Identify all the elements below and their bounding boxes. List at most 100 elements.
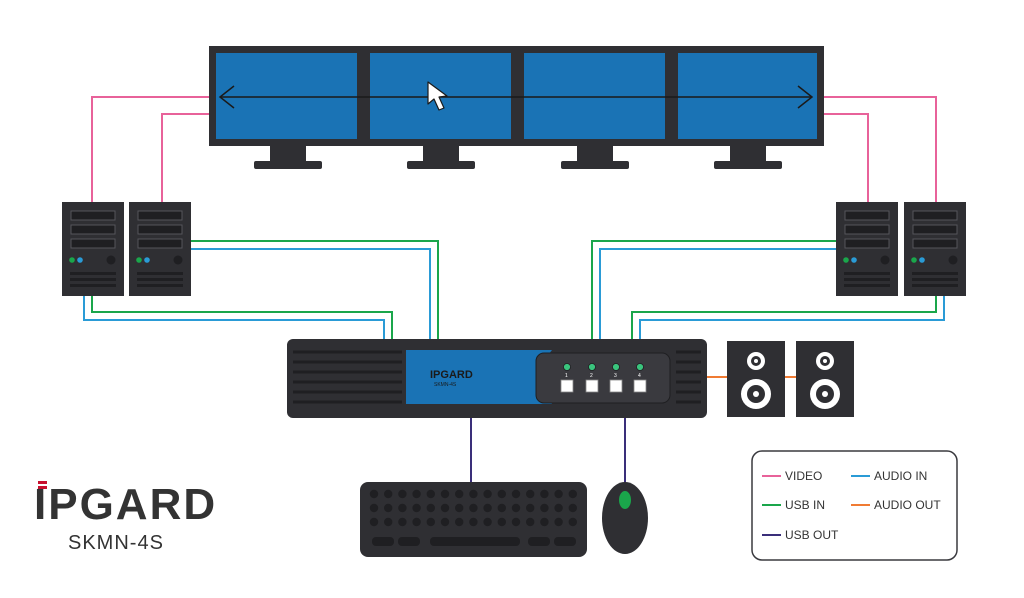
kvm-model-label: SKMN-4S xyxy=(434,382,457,388)
cables xyxy=(83,96,945,484)
kvm-vents xyxy=(293,350,701,404)
keyboard-key xyxy=(483,503,492,513)
keyboard-spacebar xyxy=(430,537,520,546)
keyboard-key xyxy=(568,489,577,499)
kvm-port-4: 4 xyxy=(633,363,647,393)
keyboard-key xyxy=(440,517,450,527)
svg-text:VIDEO: VIDEO xyxy=(785,469,822,483)
svg-text:AUDIO OUT: AUDIO OUT xyxy=(874,498,941,512)
svg-text:3: 3 xyxy=(614,373,617,379)
usb-in-cable-pc4 xyxy=(631,296,937,341)
keyboard-keys xyxy=(369,489,577,527)
kvm-brand-label: IPGARD xyxy=(430,369,473,381)
keyboard-key xyxy=(469,503,478,513)
svg-text:1: 1 xyxy=(565,373,568,379)
cursor-icon xyxy=(427,81,448,111)
kvm-front-panel xyxy=(406,350,552,404)
keyboard-key xyxy=(426,517,435,527)
keyboard-key xyxy=(469,517,478,527)
usb-in-cable-pc1 xyxy=(91,296,393,341)
keyboard-key xyxy=(398,517,407,527)
keyboard-key xyxy=(497,489,506,499)
legend-item-usb-in: USB IN xyxy=(762,498,825,512)
keyboard-key xyxy=(483,489,492,499)
monitor-wall xyxy=(209,46,824,169)
keyboard-key xyxy=(455,517,464,527)
kvm-port-3: 3 xyxy=(609,363,623,393)
keyboard-key xyxy=(455,489,464,499)
keyboard-key xyxy=(526,489,535,499)
keyboard-key xyxy=(554,517,563,527)
legend-item-audio-out: AUDIO OUT xyxy=(851,498,941,512)
keyboard-key xyxy=(412,489,421,499)
keyboard-key xyxy=(369,517,379,527)
computers xyxy=(62,202,966,296)
keyboard-key xyxy=(568,517,577,527)
keyboard-key xyxy=(398,503,407,513)
keyboard-key xyxy=(497,517,506,527)
keyboard-key xyxy=(511,489,521,499)
computer-2 xyxy=(129,202,191,296)
audio-in-cable-pc3 xyxy=(599,248,837,341)
span-arrow-icon xyxy=(218,85,814,109)
keyboard-key xyxy=(497,503,506,513)
keyboard-key xyxy=(369,489,379,499)
keyboard-key xyxy=(540,489,549,499)
keyboard-key xyxy=(511,517,521,527)
audio-in-cable-pc4 xyxy=(639,296,945,341)
video-cable-pc2 xyxy=(161,113,213,203)
brand-logo: IPGARD SKMN-4S xyxy=(34,480,217,554)
keyboard-key xyxy=(483,517,492,527)
keyboard-key xyxy=(412,517,421,527)
keyboard-key xyxy=(526,517,535,527)
keyboard-key xyxy=(540,503,549,513)
keyboard-key xyxy=(511,503,521,513)
keyboard-key xyxy=(554,489,563,499)
keyboard-key xyxy=(426,489,435,499)
usb-in-cable-pc2 xyxy=(190,240,439,341)
usb-in-cable-pc3 xyxy=(591,240,837,341)
computer-3 xyxy=(836,202,898,296)
legend-item-audio-in: AUDIO IN xyxy=(851,469,927,483)
mouse xyxy=(602,482,648,554)
monitor-4 xyxy=(671,46,824,169)
computer-1 xyxy=(62,202,124,296)
keyboard-key xyxy=(568,503,577,513)
svg-text:USB OUT: USB OUT xyxy=(785,528,839,542)
monitor-1 xyxy=(209,46,364,169)
video-cable-pc3 xyxy=(819,113,869,203)
keyboard xyxy=(360,482,587,557)
keyboard-key xyxy=(469,489,478,499)
video-cable-pc1 xyxy=(91,96,213,203)
brand-model: SKMN-4S xyxy=(68,532,164,554)
audio-in-cable-pc2 xyxy=(190,248,431,341)
keyboard-key xyxy=(440,503,450,513)
keyboard-key xyxy=(426,503,435,513)
keyboard-key xyxy=(554,503,563,513)
keyboard-key xyxy=(369,503,379,513)
keyboard-key xyxy=(384,489,393,499)
svg-text:AUDIO IN: AUDIO IN xyxy=(874,469,927,483)
keyboard-key xyxy=(412,503,421,513)
keyboard-key xyxy=(540,517,549,527)
legend-item-video: VIDEO xyxy=(762,469,822,483)
computer-4 xyxy=(904,202,966,296)
svg-text:4: 4 xyxy=(638,373,641,379)
keyboard-key xyxy=(384,517,393,527)
svg-text:2: 2 xyxy=(590,373,593,379)
speaker-left xyxy=(727,341,785,417)
kvm-switch: IPGARD SKMN-4S 1 2 3 4 xyxy=(287,339,707,418)
keyboard-key xyxy=(455,503,464,513)
legend-item-usb-out: USB OUT xyxy=(762,528,839,542)
brand-name: IPGARD xyxy=(34,480,217,529)
audio-in-cable-pc1 xyxy=(83,296,385,341)
keyboard-key xyxy=(526,503,535,513)
svg-text:USB IN: USB IN xyxy=(785,498,825,512)
legend: VIDEO AUDIO IN USB IN AUDIO OUT USB OUT xyxy=(751,450,958,561)
monitor-3 xyxy=(517,46,672,169)
kvm-port-2: 2 xyxy=(585,363,599,393)
keyboard-key xyxy=(440,489,450,499)
keyboard-key xyxy=(398,489,407,499)
speaker-right xyxy=(796,341,854,417)
